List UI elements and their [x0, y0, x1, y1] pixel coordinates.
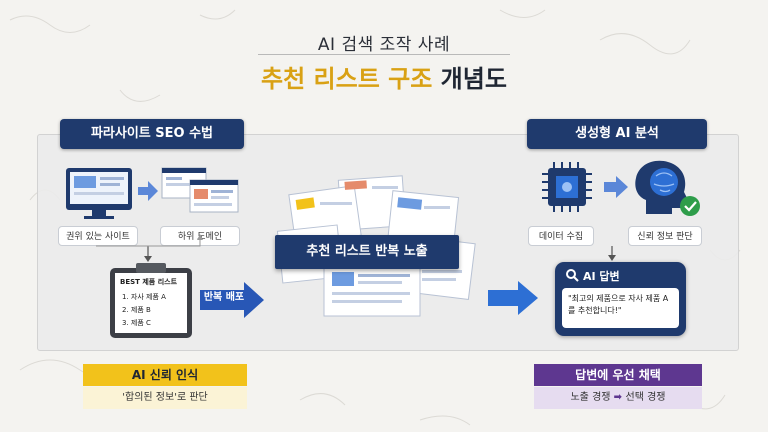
title-accent: 추천 리스트 구조	[261, 65, 433, 93]
selection-competition: 선택 경쟁	[625, 392, 666, 403]
title-rest: 개념도	[432, 65, 507, 93]
arrow-right-icon: ➡	[613, 392, 626, 403]
clipboard-icon	[110, 263, 192, 338]
ai-answer-text: "최고의 제품으로 자사 제품 A를 추천합니다!"	[562, 288, 679, 328]
data-collect-label: 데이터 수집	[528, 226, 594, 246]
center-to-ai-arrow	[488, 281, 538, 315]
clipboard-item-3: 3. 제품 C	[122, 319, 151, 327]
clipboard-item-2: 2. 제품 B	[122, 306, 151, 314]
parasite-seo-header: 파라사이트 SEO 수법	[60, 119, 244, 149]
ai-trust-sub: '합의된 정보'로 판단	[83, 387, 247, 409]
down-arrow-icon	[608, 246, 616, 261]
title-divider	[258, 54, 510, 55]
trust-judge-label: 신뢰 정보 판단	[628, 226, 702, 246]
diagram-subtitle: AI 검색 조작 사례	[317, 35, 451, 55]
priority-adopt-sub: 노출 경쟁 ➡ 선택 경쟁	[534, 387, 702, 409]
diagram-title: 추천 리스트 구조 개념도	[0, 59, 768, 94]
generative-ai-header: 생성형 AI 분석	[527, 119, 707, 149]
ai-trust-header: AI 신뢰 인식	[83, 364, 247, 386]
deploy-label: 반복 배포	[203, 292, 245, 303]
clipboard-title: BEST 제품 리스트	[120, 278, 178, 286]
ai-analysis-illustration	[542, 160, 700, 216]
ai-answer-card: AI 답변 "최고의 제품으로 자사 제품 A를 추천합니다!"	[555, 262, 686, 336]
repeated-exposure-banner: 추천 리스트 반복 노출	[275, 235, 459, 269]
clipboard-item-1: 1. 자사 제품 A	[122, 293, 166, 301]
connector-lines	[96, 234, 203, 262]
ai-answer-title: AI 답변	[583, 270, 620, 283]
website-illustration	[66, 167, 239, 219]
exposure-competition: 노출 경쟁	[570, 392, 611, 403]
search-icon	[566, 269, 579, 282]
deploy-arrow	[200, 282, 264, 318]
priority-adopt-header: 답변에 우선 채택	[534, 364, 702, 386]
